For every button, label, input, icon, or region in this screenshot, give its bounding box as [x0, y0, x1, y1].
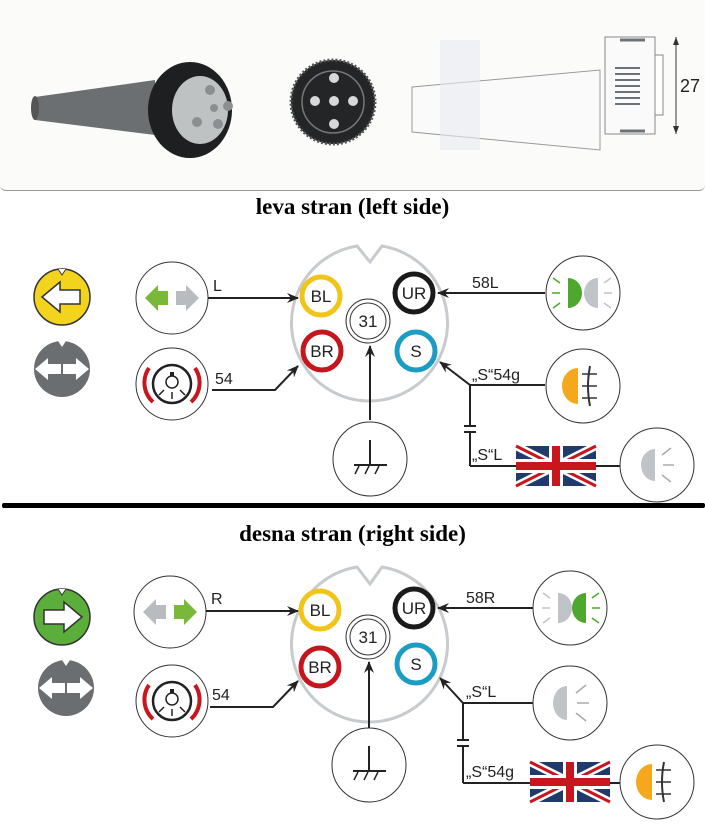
hazard-indicator-icon [34, 341, 90, 397]
wire-label-fog: „S“54g [472, 367, 520, 384]
section-title-right: desna stran (right side) [239, 521, 466, 546]
dimension-label: 27 [680, 76, 700, 96]
plug-pin-hole [210, 104, 218, 112]
pin-br: BR [300, 329, 344, 373]
wire-label-brake: 54 [215, 371, 233, 388]
uk-flag-icon [514, 442, 598, 490]
direction-indicator-left [33, 268, 91, 326]
arrow-right-icon [43, 600, 84, 634]
wire-label-brake: 54 [212, 687, 230, 704]
pin-s: S [394, 329, 438, 373]
ground-symbol [332, 421, 408, 497]
svg-text:BR: BR [310, 342, 334, 361]
wire-brake [212, 365, 299, 391]
socket-pin [310, 96, 320, 106]
pin-ur: UR [392, 271, 436, 315]
svg-text:UR: UR [402, 599, 427, 618]
pin-ground-31: 31 [345, 614, 391, 660]
connector-illustration: 27 [31, 36, 700, 158]
arrow-right-green-icon [174, 599, 197, 625]
plug-body [35, 80, 155, 135]
wire-label-indicator: L [213, 278, 222, 295]
svg-text:S: S [410, 655, 421, 674]
arrow-left-icon [40, 280, 81, 314]
turn-signal-symbol [133, 575, 207, 649]
pin-bl: BL [299, 274, 343, 318]
wire-label-indicator: R [211, 591, 223, 608]
plug-grip-ribs [615, 67, 640, 105]
plug-pin-hole [223, 101, 233, 111]
wire-label-fog: „S“54g [466, 764, 514, 781]
socket-pin [329, 73, 339, 83]
fog-light-symbol [619, 744, 695, 820]
socket-pin [329, 119, 339, 129]
pin-br: BR [298, 645, 342, 689]
socket-inner-ring [301, 70, 365, 134]
wire-label-marker: 58L [472, 275, 499, 292]
brake-light-symbol [135, 664, 209, 738]
ground-symbol [331, 727, 407, 803]
brake-light-symbol [135, 347, 209, 421]
hazard-indicator-icon [38, 660, 94, 716]
arrow-right-grey-icon [176, 285, 199, 311]
wiring-diagram-right: R 54 BL UR BR S 31 5 [33, 565, 695, 820]
uk-flag-icon [528, 758, 612, 806]
plug-pin-hole [192, 117, 202, 127]
svg-text:BL: BL [311, 287, 332, 306]
shading [440, 40, 480, 150]
wire-label-rear: „S“L [466, 684, 496, 701]
pin-bl: BL [298, 588, 342, 632]
pin-s: S [394, 642, 438, 686]
fog-light-symbol [545, 348, 621, 424]
connector-outline [290, 244, 449, 403]
pin-ur: UR [392, 586, 436, 630]
svg-text:S: S [410, 342, 421, 361]
svg-text:UR: UR [402, 284, 427, 303]
plug-pin-hole [205, 85, 215, 95]
plug-face [172, 76, 228, 144]
wire-label-marker: 58R [466, 590, 495, 607]
wire-label-rear: „S“L [472, 447, 502, 464]
turn-signal-symbol [135, 261, 209, 335]
pin-ground-31: 31 [345, 298, 391, 344]
section-title-left: leva stran (left side) [255, 194, 450, 219]
plug-cable-end [31, 96, 39, 120]
marker-light-symbol [545, 255, 621, 331]
connector-product-photo: 27 [0, 0, 705, 191]
wiring-diagram-left: L 54 BL UR BR S 31 [33, 244, 695, 503]
svg-text:31: 31 [359, 628, 378, 647]
wire-brake [210, 680, 299, 708]
socket-pin [348, 96, 358, 106]
svg-text:BR: BR [308, 658, 332, 677]
rear-light-symbol [532, 665, 608, 741]
direction-indicator-right [33, 588, 91, 646]
socket-pin [329, 96, 339, 106]
arrow-left-green-icon [145, 285, 168, 311]
plug-pin-hole [213, 119, 223, 129]
svg-text:31: 31 [359, 312, 378, 331]
marker-light-symbol [532, 570, 608, 646]
section-divider [2, 503, 705, 508]
svg-text:BL: BL [310, 601, 331, 620]
rear-light-symbol [619, 427, 695, 503]
arrow-left-grey-icon [143, 599, 166, 625]
